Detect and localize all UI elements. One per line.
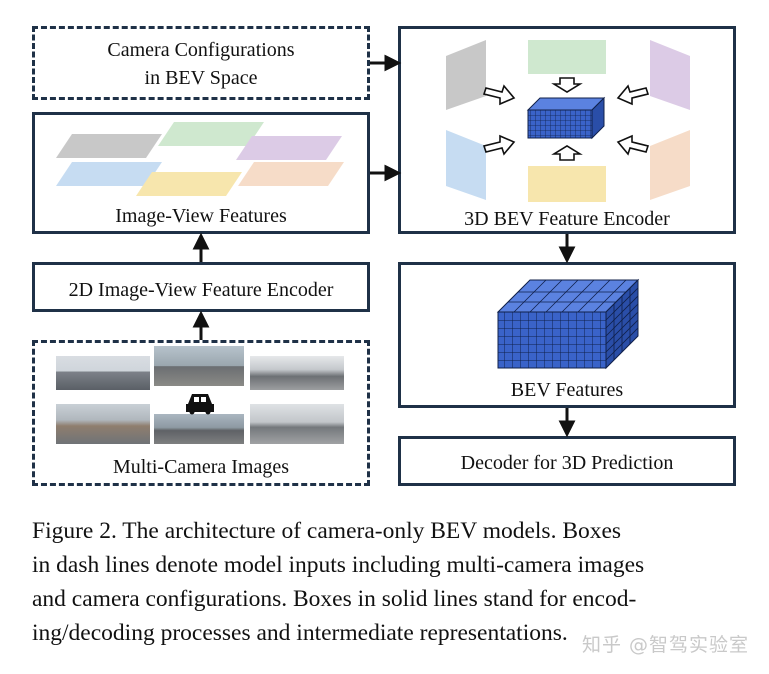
arrow-icon [192, 310, 210, 328]
arrow-icon [616, 134, 650, 156]
arrow-icon [551, 145, 583, 161]
feature-plane-blue [56, 162, 162, 186]
caption-line: in dash lines denote model inputs includ… [32, 552, 645, 578]
image-view-features-label: Image-View Features [115, 205, 287, 227]
decoder-label: Decoder for 3D Prediction [460, 452, 674, 474]
camera-config-label-line1: Camera Configurations [107, 39, 295, 61]
figure-caption: Figure 2. The architecture of camera-onl… [32, 514, 738, 650]
bev-plane-gray [446, 40, 486, 110]
arrow-icon [558, 246, 576, 264]
bev-plane-orange [650, 130, 690, 200]
arrow-icon [616, 84, 650, 106]
watermark: 知乎 @智驾实验室 [581, 634, 749, 656]
car-icon [186, 394, 214, 415]
arrow-icon [384, 54, 402, 72]
camera-thumb-back-left [56, 404, 150, 444]
bev-plane-purple [650, 40, 690, 110]
camera-thumb-front [154, 346, 244, 386]
arrow-icon [192, 232, 210, 250]
bev-features-cube [496, 278, 640, 370]
caption-line: and camera configurations. Boxes in soli… [32, 586, 637, 612]
bev-features-label: BEV Features [510, 379, 624, 401]
arrow-icon [482, 134, 516, 156]
arrow-icon [384, 164, 402, 182]
caption-line: Figure 2. The architecture of camera-onl… [32, 518, 622, 544]
feature-plane-purple [236, 136, 342, 160]
multi-camera-images-label: Multi-Camera Images [112, 456, 290, 478]
bev-plane-blue [446, 130, 486, 200]
flow-arrows [192, 54, 576, 438]
camera-thumb-back-right [250, 404, 344, 444]
bev-small-cube [526, 96, 606, 140]
encoder-2d-box: 2D Image-View Feature Encoder [32, 262, 370, 312]
feature-plane-green [158, 122, 264, 146]
camera-thumb-front-right [250, 356, 344, 390]
bev-plane-yellow [528, 166, 606, 202]
feature-plane-orange [238, 162, 344, 186]
hollow-arrows [482, 77, 650, 161]
feature-plane-yellow [136, 172, 242, 196]
camera-thumb-back [154, 414, 244, 444]
camera-config-label-line2: in BEV Space [144, 67, 258, 89]
caption-line: ing/decoding processes and intermediate … [32, 620, 568, 646]
feature-plane-gray [56, 134, 162, 158]
encoder-2d-label: 2D Image-View Feature Encoder [68, 279, 334, 301]
arrow-icon [551, 77, 583, 93]
arrow-icon [482, 84, 516, 106]
bev-plane-green [528, 40, 606, 74]
camera-thumb-front-left [56, 356, 150, 390]
arrow-icon [558, 420, 576, 438]
decoder-box: Decoder for 3D Prediction [398, 436, 736, 486]
camera-config-box: Camera Configurations in BEV Space [32, 26, 370, 100]
bev-encoder-3d-label: 3D BEV Feature Encoder [464, 208, 670, 230]
